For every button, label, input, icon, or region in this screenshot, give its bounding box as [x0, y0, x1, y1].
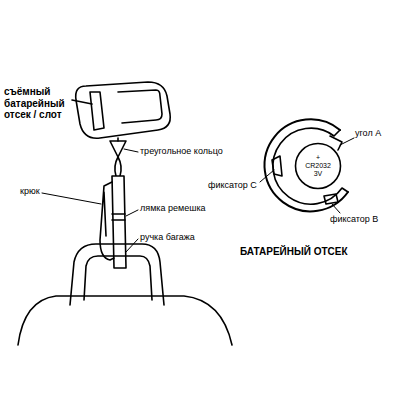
- part-label: треугольное кольцо: [140, 146, 223, 156]
- part-label: фиксатор C: [208, 180, 257, 190]
- luggage-handle-inner: [84, 256, 152, 300]
- part-label: лямка ремешка: [140, 203, 206, 213]
- bag-top: [18, 296, 232, 345]
- scale-body: [76, 82, 171, 138]
- ring-link: [115, 157, 121, 176]
- latch: [324, 194, 338, 204]
- part-label: съёмный батарейный отсек / слот: [4, 86, 72, 121]
- hook: [100, 182, 114, 260]
- battery-text: + CR2032 3V: [305, 154, 331, 177]
- leader-line: [124, 149, 138, 152]
- coin-circle: [296, 144, 341, 189]
- part-label: фиксатор B: [330, 214, 378, 224]
- leader-line: [260, 170, 274, 182]
- strap-buckle: [112, 213, 125, 215]
- strap-buckle: [112, 219, 125, 221]
- leader-line: [126, 239, 138, 252]
- leader-line: [126, 210, 138, 216]
- part-label: ручка багажа: [140, 232, 195, 242]
- leader-line: [72, 100, 92, 104]
- leader-line: [340, 138, 354, 145]
- scale-display: [118, 90, 162, 123]
- part-label: БАТАРЕЙНЫЙ ОТСЕК: [240, 246, 348, 258]
- battery-coin: + CR2032 3V: [294, 142, 342, 190]
- leader-line: [332, 204, 340, 213]
- chain: [117, 138, 119, 141]
- part-label: крюк: [20, 186, 40, 196]
- part-label: угол A: [355, 128, 381, 138]
- leader-line: [42, 193, 101, 204]
- battery-slot: [90, 92, 104, 130]
- battery-compartment-inner: [273, 128, 348, 204]
- strap: [112, 176, 126, 268]
- battery-compartment: [265, 119, 348, 211]
- latch: [272, 156, 282, 176]
